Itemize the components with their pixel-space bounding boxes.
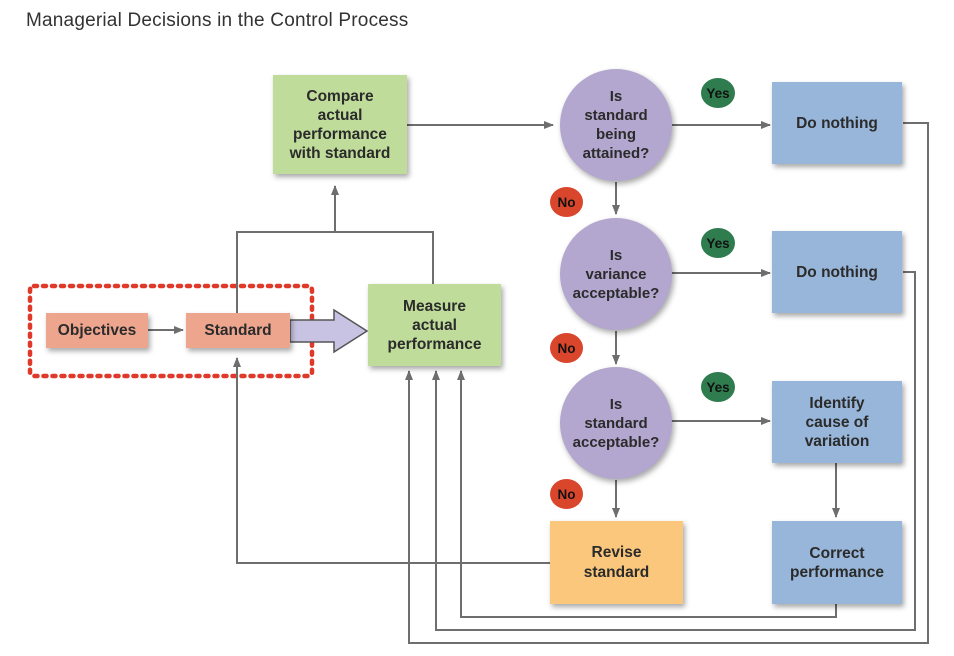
revise-standard-box: Revise standard [550,521,683,604]
no-badge-3: No [550,479,583,509]
decision-variance-acceptable: Is variance acceptable? [560,218,672,330]
compare-performance-box: Compare actual performance with standard [273,75,407,174]
correct-performance-box: Correct performance [772,521,902,604]
yes-badge-3: Yes [701,372,735,402]
yes-badge-2: Yes [701,228,735,258]
measure-performance-box: Measure actual performance [368,284,501,366]
arrow-correct-to-measure [457,370,837,618]
objectives-box: Objectives [46,313,148,348]
identify-cause-box: Identify cause of variation [772,381,902,463]
no-badge-1: No [550,187,583,217]
decision-standard-attained: Is standard being attained? [560,69,672,181]
no-badge-2: No [550,333,583,363]
standard-box: Standard [186,313,290,348]
arrow-revise-to-standard [233,357,550,564]
yes-badge-1: Yes [701,78,735,108]
planning-outline [27,283,315,379]
big-arrow-standard-to-measure [289,308,369,354]
arrow-do-nothing-2-to-measure [432,271,916,631]
do-nothing-box-2: Do nothing [772,231,902,313]
arrow-do-nothing-1-to-measure [405,122,929,644]
decision-standard-acceptable: Is standard acceptable? [560,367,672,479]
diagram-title: Managerial Decisions in the Control Proc… [26,10,409,31]
do-nothing-box-1: Do nothing [772,82,902,164]
